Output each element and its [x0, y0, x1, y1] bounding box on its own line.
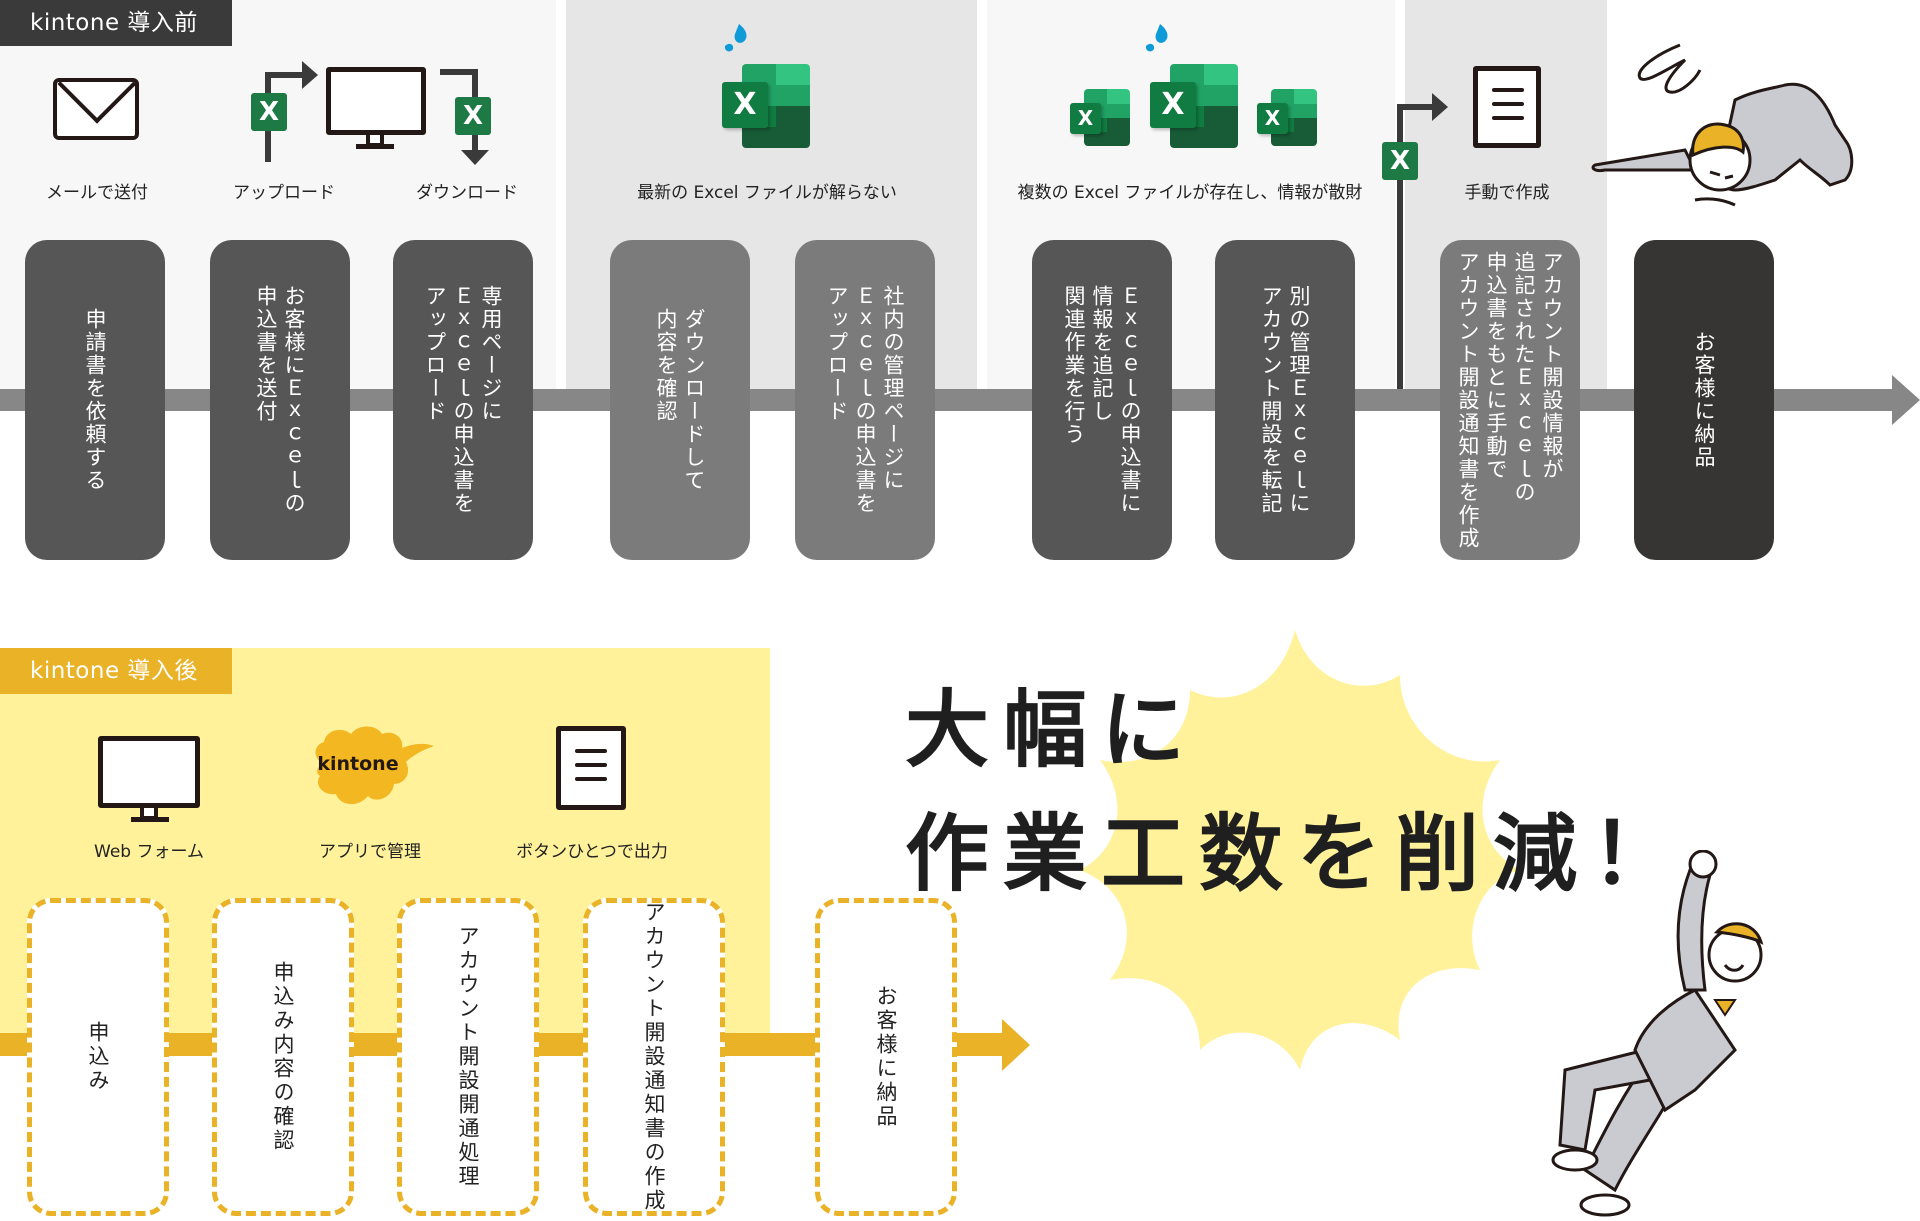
- before-step-card: 申請書を依頼する: [25, 240, 165, 560]
- download-arrow-head-icon: [461, 150, 489, 165]
- step-text: お客様に納品: [874, 985, 898, 1129]
- upload-arrow-arm: [265, 72, 305, 78]
- caption-download: ダウンロード: [416, 183, 518, 203]
- before-step-card: お客様にＥｘｃｅｌの 申込書を送付: [210, 240, 350, 560]
- after-step-card: 申込み内容の確認: [212, 898, 354, 1216]
- step-text: お客様にＥｘｃｅｌの 申込書を送付: [254, 285, 306, 515]
- before-step-card: アカウント開設情報が 追記されたＥｘｃｅｌの 申込書をもとに手動で アカウント開…: [1440, 240, 1580, 560]
- step-text: 申込み内容の確認: [271, 961, 295, 1153]
- happy-person-illustration: [1551, 850, 1764, 1217]
- excel-badge-icon: X: [251, 93, 287, 131]
- manual-arrow-shaft: [1397, 104, 1403, 389]
- document-icon: [1473, 66, 1541, 148]
- caption-app-manage: アプリで管理: [319, 842, 421, 862]
- monitor-base: [131, 817, 169, 822]
- before-timeline-arrow-icon: [1892, 375, 1920, 425]
- step-text: アカウント開設情報が 追記されたＥｘｃｅｌの 申込書をもとに手動で アカウント開…: [1456, 250, 1564, 550]
- monitor-icon: [326, 67, 426, 135]
- kintone-cloud-logo-icon: kintone: [315, 726, 434, 805]
- excel-badge-icon: X: [455, 97, 491, 135]
- upload-arrow-head-icon: [302, 61, 318, 89]
- before-step-card: 専用ページに Ｅｘｃｅｌの申込書を アップロード: [393, 240, 533, 560]
- manual-arrow-arm: [1397, 104, 1433, 110]
- caption-excel-scattered: 複数の Excel ファイルが存在し、情報が散財: [1017, 183, 1363, 203]
- excel-badge-icon: X: [1382, 142, 1418, 180]
- excel-app-icon: X: [722, 64, 810, 148]
- step-text: 専用ページに Ｅｘｃｅｌの申込書を アップロード: [423, 285, 503, 515]
- after-timeline-arrow-icon: [1002, 1019, 1030, 1071]
- before-label: kintone 導入前: [0, 0, 232, 46]
- kintone-logo-text: kintone: [317, 753, 398, 775]
- monitor-icon: [98, 736, 200, 808]
- excel-app-icon-large: X: [1150, 64, 1238, 148]
- caption-upload: アップロード: [233, 183, 335, 203]
- mail-icon: [53, 78, 139, 140]
- step-text: アカウント開設通知書の作成: [642, 901, 666, 1213]
- headline: 大幅に 作業工数を削減！: [905, 668, 1689, 916]
- step-text: お客様に納品: [1692, 331, 1716, 469]
- manual-arrow-head-icon: [1432, 93, 1448, 121]
- sweat-drop-icon: [1145, 24, 1168, 52]
- excel-app-icon-small: X: [1070, 89, 1130, 146]
- sweat-drop-icon: [724, 24, 747, 52]
- step-text: Ｅｘｃｅｌの申込書に 情報を追記し 関連作業を行う: [1062, 285, 1142, 515]
- download-arrow-arm: [440, 69, 477, 75]
- monitor-base: [356, 144, 394, 149]
- headline-line-2: 作業工数を削減！: [905, 805, 1690, 903]
- after-label: kintone 導入後: [0, 648, 232, 694]
- caption-latest-excel-unknown: 最新の Excel ファイルが解らない: [637, 183, 897, 203]
- caption-web-form: Web フォーム: [94, 842, 204, 862]
- before-step-card-final: お客様に納品: [1634, 240, 1774, 560]
- document-icon: [556, 726, 626, 810]
- after-step-card: 申込み: [27, 898, 169, 1216]
- before-step-card: ダウンロードして 内容を確認: [610, 240, 750, 560]
- after-step-card: アカウント開設開通処理: [397, 898, 539, 1216]
- caption-manual-create: 手動で作成: [1464, 183, 1550, 203]
- after-step-card: アカウント開設通知書の作成: [583, 898, 725, 1216]
- step-text: 別の管理Ｅｘｃｅｌに アカウント開設を転記: [1259, 285, 1311, 515]
- burst-shape: [1080, 630, 1520, 1070]
- caption-one-button-output: ボタンひとつで出力: [516, 842, 668, 862]
- before-step-card: 社内の管理ページに Ｅｘｃｅｌの申込書を アップロード: [795, 240, 935, 560]
- headline-line-1: 大幅に: [905, 681, 1200, 779]
- step-text: ダウンロードして 内容を確認: [654, 308, 706, 492]
- step-text: 申込み: [86, 1021, 110, 1093]
- after-step-card-final: お客様に納品: [815, 898, 957, 1216]
- frustrated-person-illustration: [1591, 43, 1854, 207]
- before-step-card: Ｅｘｃｅｌの申込書に 情報を追記し 関連作業を行う: [1032, 240, 1172, 560]
- caption-mail: メールで送付: [46, 183, 148, 203]
- before-step-card: 別の管理Ｅｘｃｅｌに アカウント開設を転記: [1215, 240, 1355, 560]
- step-text: アカウント開設開通処理: [456, 925, 480, 1189]
- excel-app-icon-small: X: [1257, 89, 1317, 146]
- step-text: 社内の管理ページに Ｅｘｃｅｌの申込書を アップロード: [825, 285, 905, 515]
- step-text: 申請書を依頼する: [83, 308, 107, 492]
